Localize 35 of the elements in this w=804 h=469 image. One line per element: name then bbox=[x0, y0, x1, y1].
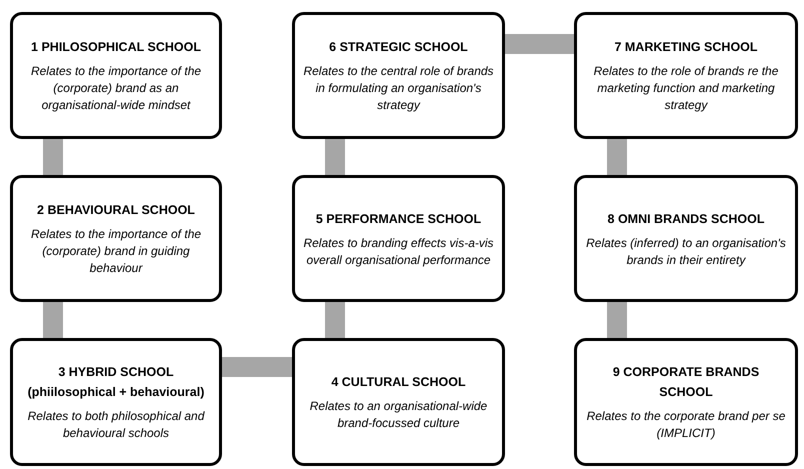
school-title: 1 PHILOSOPHICAL SCHOOL bbox=[31, 39, 201, 56]
school-box bbox=[10, 175, 222, 302]
school-title: 7 MARKETING SCHOOL bbox=[614, 39, 758, 56]
school-title: 8 OMNI BRANDS SCHOOL bbox=[608, 210, 764, 228]
connector-bar bbox=[505, 34, 574, 54]
school-title: 9 CORPORATE BRANDS SCHOOL bbox=[612, 364, 760, 401]
school-description: Relates to the importance of the (corporate) brand in guiding behaviour bbox=[30, 226, 202, 277]
school-title: 5 PERFORMANCE SCHOOL bbox=[316, 210, 482, 228]
connector-bar bbox=[325, 302, 345, 338]
school-description: Relates to the role of brands re the marketing function and marketing strategy bbox=[592, 63, 780, 114]
school-box bbox=[292, 338, 505, 466]
school-title: 6 STRATEGIC SCHOOL bbox=[329, 39, 468, 56]
school-box bbox=[10, 338, 222, 466]
school-description: Relates to the importance of the (corporate) brand as an organisational-wide mindset bbox=[30, 63, 202, 114]
connector-bar bbox=[222, 357, 292, 377]
school-description: Relates to the corporate brand per se (IMPLICIT) bbox=[586, 408, 786, 442]
school-description: Relates (inferred) to an organisation's brands in their entirety bbox=[585, 234, 787, 268]
school-title: 3 HYBRID SCHOOL (phiilosophical + behavioural) bbox=[26, 364, 206, 401]
school-box bbox=[574, 12, 798, 139]
connector-bar bbox=[43, 139, 63, 175]
school-title: 2 BEHAVIOURAL SCHOOL bbox=[37, 202, 195, 219]
school-box bbox=[574, 338, 798, 466]
school-box bbox=[292, 175, 505, 302]
connector-bar bbox=[607, 302, 627, 338]
school-description: Relates to both philosophical and behavioural schools bbox=[26, 408, 206, 442]
school-box bbox=[574, 175, 798, 302]
school-title: 4 CULTURAL SCHOOL bbox=[331, 374, 466, 391]
school-description: Relates to an organisational-wide brand-focussed culture bbox=[308, 398, 488, 432]
connector-bar bbox=[607, 139, 627, 175]
school-description: Relates to the central role of brands in formulating an organisation's strategy bbox=[303, 63, 494, 114]
connector-bar bbox=[43, 302, 63, 338]
school-box bbox=[10, 12, 222, 139]
school-box bbox=[292, 12, 505, 139]
connector-bar bbox=[325, 139, 345, 175]
school-description: Relates to branding effects vis-a-vis overall organisational performance bbox=[303, 234, 494, 268]
